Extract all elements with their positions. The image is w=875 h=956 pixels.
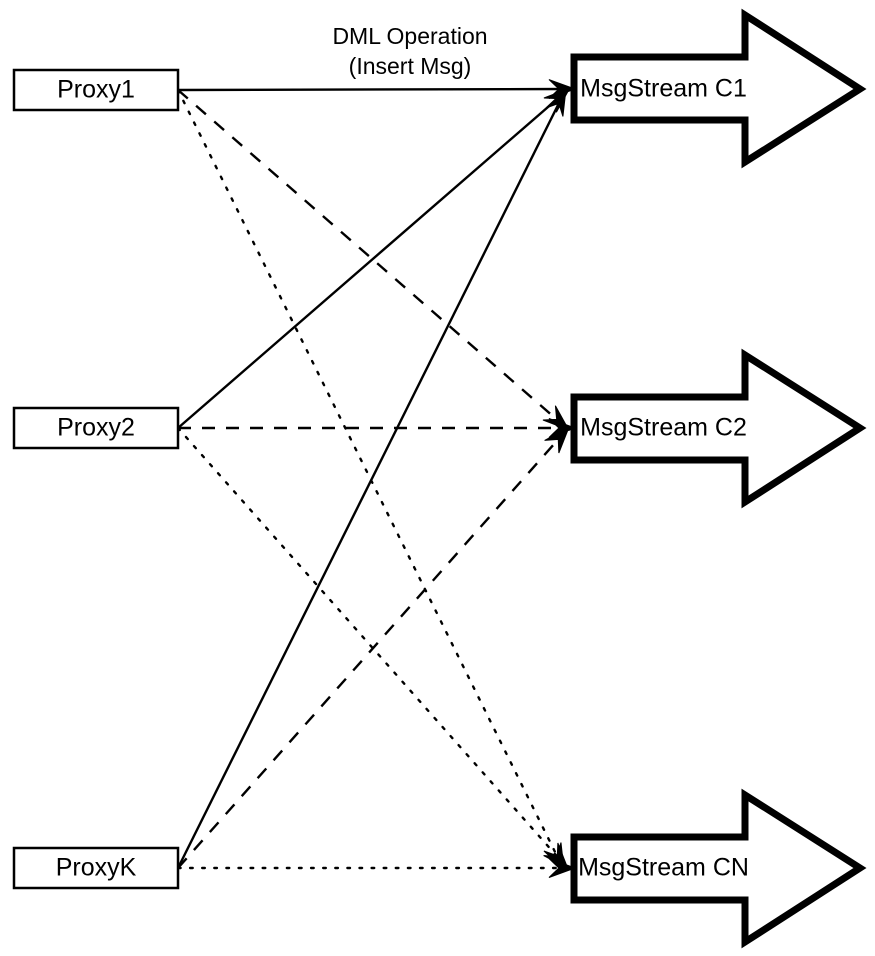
- proxy2[interactable]: Proxy2: [12, 406, 180, 450]
- proxy1[interactable]: Proxy1: [12, 68, 180, 112]
- proxy2-box: [12, 406, 180, 450]
- proxyk[interactable]: ProxyK: [12, 846, 180, 890]
- arrowhead-proxyk-to-stream-c2: [544, 426, 570, 454]
- edge-solid-proxy1-to-stream-c1: [177, 87, 567, 92]
- edges-layer: [176, 87, 568, 870]
- stream-c2-label: MsgStream C2: [580, 414, 747, 442]
- stream-c2[interactable]: MsgStream C2: [570, 348, 867, 509]
- proxy2-label: Proxy2: [57, 414, 135, 442]
- edge-dashed-proxyk-to-stream-c2: [177, 433, 564, 869]
- stream-cn-shape: [570, 788, 867, 949]
- arrowhead-proxyk-to-stream-c1: [545, 87, 567, 117]
- proxy1-box: [12, 68, 180, 112]
- arrowheads-layer: [542, 79, 577, 878]
- edge-dashed-proxy1-to-stream-c2: [177, 89, 563, 425]
- edge-label-dml-operation: DML Operation: [332, 23, 487, 49]
- edge-solid-proxy2-to-stream-c1: [177, 93, 564, 429]
- edge-dotted-proxy2-to-stream-cn: [176, 426, 564, 864]
- proxy1-label: Proxy1: [57, 76, 135, 104]
- arrowhead-proxyk-to-stream-cn: [548, 858, 577, 878]
- stream-cn-label: MsgStream CN: [578, 854, 749, 882]
- stream-c2-shape: [570, 348, 867, 509]
- proxyk-box: [12, 846, 180, 890]
- proxyk-label: ProxyK: [56, 854, 137, 882]
- streams-layer: MsgStream C1 MsgStream C2 MsgStream CN: [570, 8, 867, 949]
- edge-dotted-proxy1-to-stream-cn: [176, 88, 562, 864]
- edge-label-insert-msg: (Insert Msg): [349, 53, 472, 79]
- stream-c1[interactable]: MsgStream C1: [570, 8, 867, 169]
- stream-cn[interactable]: MsgStream CN: [570, 788, 867, 949]
- edge-solid-proxyk-to-stream-c1: [176, 96, 564, 869]
- stream-c1-shape: [570, 8, 867, 169]
- stream-c1-label: MsgStream C1: [580, 75, 747, 103]
